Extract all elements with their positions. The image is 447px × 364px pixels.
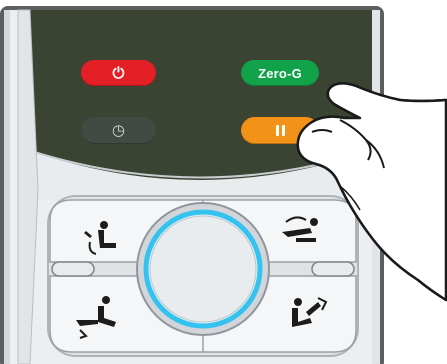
pause-icon xyxy=(276,125,285,136)
timer-button[interactable]: ◷ xyxy=(81,117,156,144)
center-button[interactable] xyxy=(150,216,256,322)
zero-g-label: Zero-G xyxy=(258,66,302,81)
power-icon: ⏻ xyxy=(112,66,124,81)
right-slot xyxy=(312,262,354,276)
pause-button[interactable] xyxy=(241,117,319,144)
zero-g-button[interactable]: Zero-G xyxy=(241,60,319,86)
power-button[interactable]: ⏻ xyxy=(81,60,156,86)
clock-icon: ◷ xyxy=(112,123,125,138)
left-slot xyxy=(52,262,94,276)
